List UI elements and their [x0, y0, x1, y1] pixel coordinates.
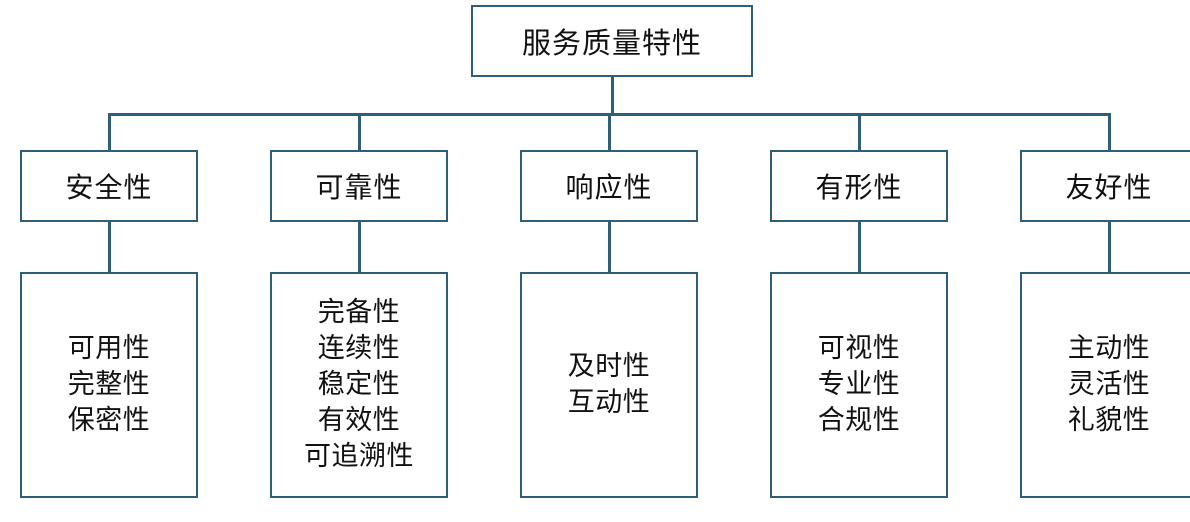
category-drop-line-4: [858, 113, 861, 150]
detail-item-tangibility-3: 合规性: [817, 405, 901, 436]
detail-item-security-1: 可用性: [67, 333, 151, 364]
category-node-friendliness: 友好性: [1020, 150, 1190, 222]
detail-item-friendliness-1: 主动性: [1067, 333, 1151, 364]
category-node-responsiveness: 响应性: [520, 150, 698, 222]
category-label-security: 安全性: [65, 171, 153, 204]
detail-item-reliability-5: 可追溯性: [304, 441, 414, 472]
root-stem-line: [611, 77, 614, 115]
root-node: 服务质量特性: [471, 5, 753, 77]
category-label-reliability: 可靠性: [315, 171, 403, 204]
category-drop-line-3: [608, 113, 611, 150]
category-node-reliability: 可靠性: [270, 150, 448, 222]
detail-item-friendliness-2: 灵活性: [1067, 369, 1151, 400]
detail-item-friendliness-3: 礼貌性: [1067, 405, 1151, 436]
detail-item-reliability-4: 有效性: [317, 405, 401, 436]
detail-item-responsiveness-1: 及时性: [567, 351, 651, 382]
detail-link-line-1: [108, 222, 111, 272]
category-label-friendliness: 友好性: [1065, 171, 1153, 204]
detail-item-security-2: 完整性: [67, 369, 151, 400]
detail-link-line-3: [608, 222, 611, 272]
detail-box-friendliness: 主动性 灵活性 礼貌性: [1020, 272, 1190, 498]
detail-box-responsiveness: 及时性 互动性: [520, 272, 698, 498]
detail-item-reliability-1: 完备性: [317, 297, 401, 328]
detail-item-tangibility-1: 可视性: [817, 333, 901, 364]
detail-item-security-3: 保密性: [67, 405, 151, 436]
category-label-responsiveness: 响应性: [565, 171, 653, 204]
category-drop-line-5: [1108, 113, 1111, 150]
detail-item-responsiveness-2: 互动性: [567, 387, 651, 418]
category-drop-line-2: [358, 113, 361, 150]
detail-link-line-2: [358, 222, 361, 272]
detail-box-security: 可用性 完整性 保密性: [20, 272, 198, 498]
detail-box-tangibility: 可视性 专业性 合规性: [770, 272, 948, 498]
category-label-tangibility: 有形性: [815, 171, 903, 204]
root-node-label: 服务质量特性: [521, 26, 702, 60]
detail-item-tangibility-2: 专业性: [817, 369, 901, 400]
detail-item-reliability-3: 稳定性: [317, 369, 401, 400]
detail-link-line-5: [1108, 222, 1111, 272]
detail-link-line-4: [858, 222, 861, 272]
detail-item-reliability-2: 连续性: [317, 333, 401, 364]
detail-box-reliability: 完备性 连续性 稳定性 有效性 可追溯性: [270, 272, 448, 498]
category-node-security: 安全性: [20, 150, 198, 222]
category-node-tangibility: 有形性: [770, 150, 948, 222]
category-drop-line-1: [108, 113, 111, 150]
